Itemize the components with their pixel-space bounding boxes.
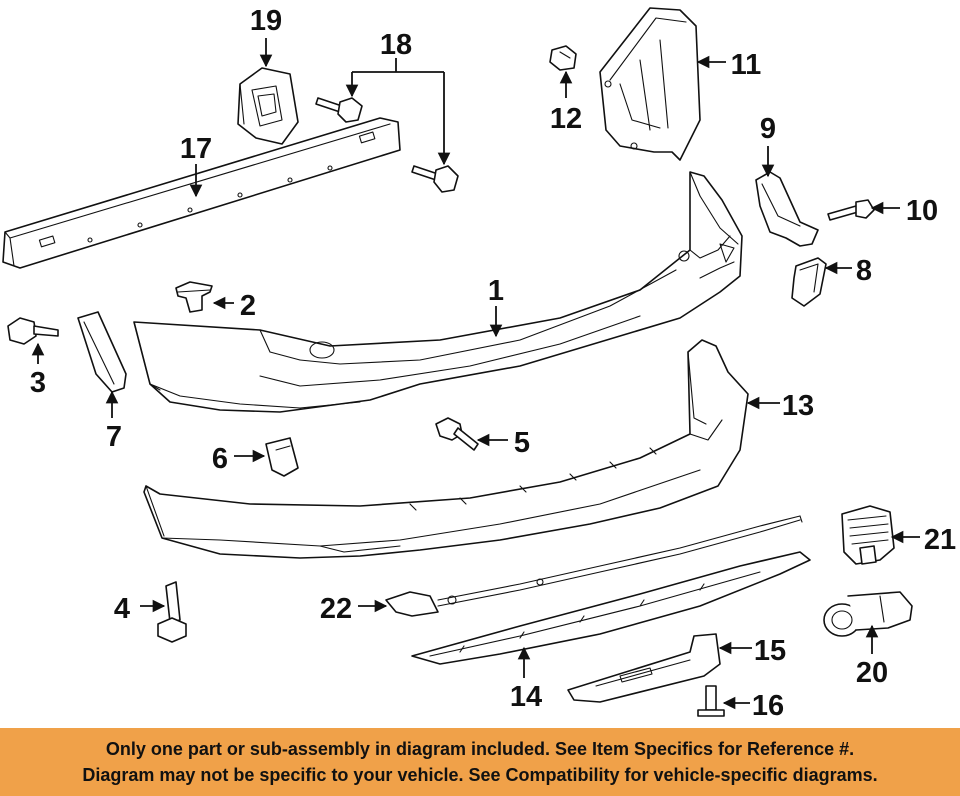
reflector-7-part	[77, 311, 127, 393]
callout-16: 16	[752, 690, 784, 722]
callout-10: 10	[906, 195, 938, 227]
callout-1: 1	[488, 275, 504, 307]
callout-5: 5	[514, 427, 530, 459]
bolt-18b-part	[411, 165, 459, 193]
callout-21: 21	[924, 524, 956, 556]
disclaimer-line-2: Diagram may not be specific to your vehi…	[82, 765, 878, 785]
callout-19: 19	[250, 5, 282, 37]
parking-sensor-20-part	[823, 591, 913, 637]
side-bracket-11-part	[599, 7, 701, 161]
bolt-5-part	[435, 417, 479, 451]
parts-diagram: 19 18 17 12 11 9 10 8 1 2 3 7 6 5 13 21 …	[2, 5, 956, 722]
screw-3-part	[7, 317, 59, 345]
callout-6: 6	[212, 443, 228, 475]
disclaimer-banner: Only one part or sub-assembly in diagram…	[0, 728, 960, 796]
callout-2: 2	[240, 290, 256, 322]
callout-22: 22	[320, 593, 352, 625]
callout-11: 11	[731, 49, 762, 81]
clip-6-part	[265, 437, 299, 477]
bolt-10-part	[827, 199, 875, 221]
callout-4: 4	[114, 593, 130, 625]
bracket-9-part	[755, 171, 819, 247]
clip-12-part	[549, 45, 577, 71]
sensor-housing-21-part	[841, 505, 895, 565]
skid-plate-15-part	[567, 633, 721, 703]
valance-14-part	[411, 551, 811, 665]
callout-20: 20	[856, 657, 888, 689]
callout-3: 3	[30, 367, 46, 399]
callout-12: 12	[550, 103, 582, 135]
callout-15: 15	[754, 635, 786, 667]
callout-14: 14	[510, 681, 542, 713]
bolt-4-part	[157, 581, 187, 643]
callout-9: 9	[760, 113, 776, 145]
bolt-16-part	[697, 685, 725, 717]
callout-8: 8	[856, 255, 872, 287]
disclaimer-line-1: Only one part or sub-assembly in diagram…	[105, 739, 855, 759]
leader-lines	[31, 38, 920, 710]
callout-17: 17	[180, 133, 212, 165]
bracket-8-part	[791, 257, 827, 307]
wire-harness-22-part	[385, 515, 803, 617]
bumper-cover-part	[133, 171, 743, 413]
retainer-pin-2-part	[175, 281, 213, 313]
callout-7: 7	[106, 421, 122, 453]
bolt-18a-part	[315, 97, 363, 123]
lower-cover-13-part	[143, 339, 749, 559]
bumper-bracket-part	[237, 67, 299, 145]
callout-18: 18	[380, 29, 412, 61]
callout-13: 13	[782, 390, 814, 422]
